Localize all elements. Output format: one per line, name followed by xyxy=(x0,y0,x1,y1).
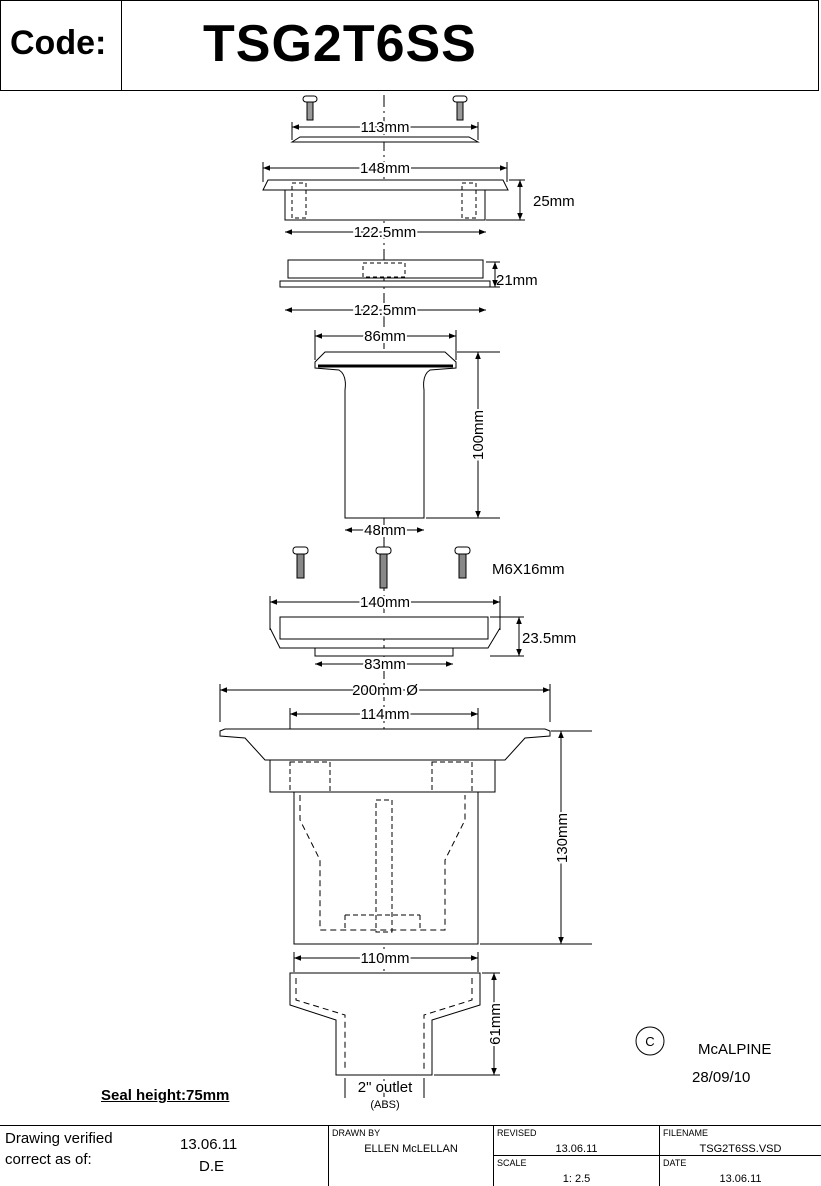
dim-140: 140mm xyxy=(360,594,410,611)
revised-value: 13.06.11 xyxy=(555,1143,598,1155)
dim-61: 61mm xyxy=(487,1003,504,1045)
scale-cell: SCALE 1: 2.5 xyxy=(493,1156,659,1186)
outlet-label: 2" outlet xyxy=(358,1079,413,1096)
dim-83: 83mm xyxy=(364,656,406,673)
outlet-material: (ABS) xyxy=(370,1099,399,1111)
header-frame xyxy=(0,0,819,91)
dim-122b: 122.5mm xyxy=(354,302,417,319)
copyright-date: 28/09/10 xyxy=(692,1069,750,1086)
copyright-symbol: C xyxy=(645,1034,654,1049)
screw-left xyxy=(292,546,309,579)
dim-25: 25mm xyxy=(533,193,575,210)
grate-plate xyxy=(290,136,480,143)
grate-screw-left xyxy=(302,95,318,121)
dim-21: 21mm xyxy=(496,272,538,289)
gully-flange xyxy=(219,728,551,761)
verified-cell: Drawing verified correct as of: 13.06.11… xyxy=(0,1126,328,1186)
code-label: Code: xyxy=(10,24,107,62)
dim-130: 130mm xyxy=(554,813,571,863)
revised-label: REVISED xyxy=(497,1128,537,1138)
verified-label-1: Drawing verified xyxy=(5,1130,113,1147)
verified-date: 13.06.11 xyxy=(180,1136,238,1153)
dim-122a: 122.5mm xyxy=(354,224,417,241)
dim-148: 148mm xyxy=(360,160,410,177)
scale-value: 1: 2.5 xyxy=(562,1173,591,1185)
clamp-ring xyxy=(279,616,489,640)
copyright-circle xyxy=(635,1026,665,1056)
dim-100: 100mm xyxy=(470,410,487,460)
dim-110: 110mm xyxy=(361,950,410,967)
dim-200: 200mm Ø xyxy=(352,682,418,699)
trap-insert xyxy=(314,351,457,519)
technical-drawing: 113mm 148mm 25mm 122.5mm 21mm 122.5mm 86… xyxy=(219,95,771,1111)
verified-label-2: correct as of: xyxy=(5,1151,92,1168)
grate-frame xyxy=(262,179,509,191)
grate-screw-right xyxy=(452,95,468,121)
screw-spec: M6X16mm xyxy=(492,561,565,578)
dim-113: 113mm xyxy=(361,119,410,136)
drawn-by-label: DRAWN BY xyxy=(332,1128,381,1138)
dim-48: 48mm xyxy=(364,522,406,539)
dim-23: 23.5mm xyxy=(522,630,576,647)
screw-centre xyxy=(375,546,392,589)
revised-cell: REVISED 13.06.11 xyxy=(493,1126,659,1156)
gully-body xyxy=(269,759,496,793)
dim-86: 86mm xyxy=(364,328,406,345)
title-block: Drawing verified correct as of: 13.06.11… xyxy=(0,1125,821,1186)
date-label: DATE xyxy=(663,1158,687,1168)
drawn-by-cell: DRAWN BY ELLEN McLELLAN xyxy=(328,1126,493,1186)
date-value: 13.06.11 xyxy=(719,1173,762,1185)
filename-value: TSG2T6SS.VSD xyxy=(699,1143,782,1155)
date-cell: DATE 13.06.11 xyxy=(659,1156,821,1186)
seal-height: Seal height:75mm xyxy=(101,1087,230,1104)
outlet-adapter xyxy=(289,972,481,1076)
filename-cell: FILENAME TSG2T6SS.VSD xyxy=(659,1126,821,1156)
product-code: TSG2T6SS xyxy=(203,15,477,73)
filename-label: FILENAME xyxy=(663,1128,709,1138)
screw-right xyxy=(454,546,471,579)
company-name: McALPINE xyxy=(698,1041,771,1058)
header-divider xyxy=(121,0,122,91)
verified-initials: D.E xyxy=(199,1158,225,1175)
seal-ring xyxy=(287,259,484,279)
drawn-by-value: ELLEN McLELLAN xyxy=(364,1143,458,1155)
scale-label: SCALE xyxy=(497,1158,527,1168)
dim-114: 114mm xyxy=(361,706,410,723)
